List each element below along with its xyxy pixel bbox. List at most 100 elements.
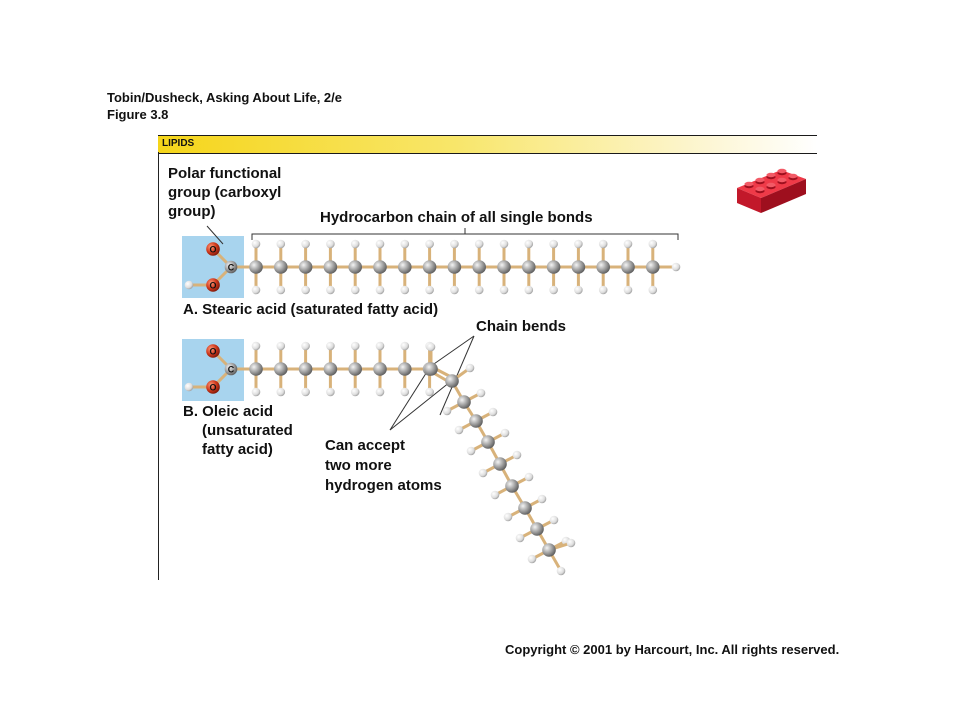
hydrocarbon-chain-label: Hydrocarbon chain of all single bonds (320, 209, 593, 226)
brick-stud (755, 177, 765, 183)
hydrogen-atom (648, 285, 658, 295)
carbon-atom (398, 260, 412, 274)
hydrogen-atom (276, 239, 286, 249)
carbon-atom (646, 260, 660, 274)
carbon-atom (571, 260, 586, 274)
oxygen-symbol: O (209, 382, 216, 392)
hydrogen-atom (623, 239, 633, 249)
carboxyl-carbon-atom (224, 260, 238, 274)
carboxyl-carbon-atom (224, 362, 238, 376)
carbon-atom (274, 260, 288, 274)
hydrogen-atom (375, 285, 385, 295)
carbon-atom (493, 457, 507, 471)
hydrogen-atom (527, 554, 537, 564)
hydrogen-atom (566, 538, 576, 548)
brick-stud (788, 173, 798, 179)
hydrogen-atom (350, 239, 360, 249)
carbon-atom (546, 260, 561, 274)
hydrogen-atom (465, 363, 475, 373)
oxygen-symbol: O (209, 346, 216, 356)
hydrogen-atom (251, 239, 261, 249)
polar-leader-line (206, 225, 224, 245)
oxygen-atom (206, 242, 220, 256)
hydrogen-atom (524, 472, 534, 482)
hydrogen-atom (251, 341, 261, 351)
carbon-atom (621, 260, 635, 274)
accept-hydrogen-label: Can accept two more hydrogen atoms (325, 436, 465, 496)
polar-group-label: Polar functional group (carboxyl group) (168, 165, 282, 220)
carbon-atom (348, 260, 363, 274)
hydrogen-atom (466, 446, 476, 456)
carbon-atom (424, 362, 438, 376)
hydrogen-atom (400, 239, 410, 249)
carbon-atom (348, 362, 363, 376)
carbon-symbol: C (228, 364, 235, 374)
hydrogen-atom (326, 239, 335, 249)
hydrogen-atom (276, 285, 286, 295)
brick-stud (755, 186, 765, 192)
hydrogen-atom (537, 494, 547, 504)
oleic-label-line2: (unsaturated (202, 422, 293, 439)
hydrogen-atom (350, 285, 360, 295)
brick-stud (766, 172, 776, 178)
chain-bends-leaders (430, 335, 475, 416)
hydrogen-atom (400, 285, 410, 295)
hydrogen-atom (524, 285, 534, 295)
carbon-atom (274, 362, 288, 376)
carbon-atom (447, 260, 462, 274)
hydrogen-atom (556, 566, 566, 576)
carbon-atom (457, 395, 471, 409)
carbon-atom (298, 260, 313, 274)
carbon-atom (505, 479, 519, 493)
carbon-atom (398, 362, 412, 376)
hydrogen-atom (400, 387, 410, 397)
hydrogen-atom (450, 239, 459, 249)
carbon-atom (518, 501, 532, 515)
hydrogen-atom (598, 285, 608, 295)
hydrogen-atom (301, 387, 310, 397)
hydrogen-atom (276, 387, 286, 397)
carbon-atom (497, 260, 511, 274)
hydrogen-atom (488, 407, 498, 417)
accept-label-line2: two more (325, 457, 392, 474)
oleic-label-line1: B. Oleic acid (183, 403, 274, 420)
hydrogen-atom (450, 285, 459, 295)
carbon-atom (530, 522, 544, 536)
hydrogen-atom (251, 285, 261, 295)
carbon-atom (373, 362, 387, 376)
hydrogen-atom (350, 387, 360, 397)
hydrogen-atom (425, 239, 434, 249)
hydrogen-atom (301, 285, 310, 295)
stearic-acid-molecule: OOC (184, 239, 681, 295)
hydrogen-atom (301, 341, 310, 351)
carbon-atom (481, 435, 495, 449)
hydrogen-atom (574, 239, 583, 249)
left-rule (158, 152, 159, 580)
oleic-label-line3: fatty acid) (202, 441, 273, 458)
hydrogen-atom (326, 341, 335, 351)
hydrogen-atom (326, 387, 335, 397)
hydrogen-atom (375, 239, 385, 249)
hydrogen-atom (375, 341, 385, 351)
hydrogen-atom (442, 406, 452, 416)
brick-stud (777, 177, 787, 183)
hydrogen-atom (251, 387, 261, 397)
hydrogen-atom (549, 515, 559, 525)
hydrogen-atom (549, 285, 558, 295)
hydrogen-atom (515, 533, 525, 543)
hydrogen-atom (476, 388, 486, 398)
oxygen-symbol: O (209, 244, 216, 254)
stearic-acid-label: A. Stearic acid (saturated fatty acid) (183, 301, 439, 318)
hydrogen-atom (490, 490, 500, 500)
hydrogen-atom (375, 387, 385, 397)
carbon-atom (522, 260, 536, 274)
header-title: Tobin/Dusheck, Asking About Life, 2/e (107, 90, 342, 105)
hydrogen-atom (454, 425, 464, 435)
hydrogen-atom (326, 285, 335, 295)
carbon-atom (298, 362, 313, 376)
oxygen-symbol: O (209, 280, 216, 290)
brick-stud (777, 168, 787, 174)
carbon-atom (373, 260, 387, 274)
carbon-atom (422, 260, 437, 274)
lipids-banner: LIPIDS (158, 135, 817, 154)
